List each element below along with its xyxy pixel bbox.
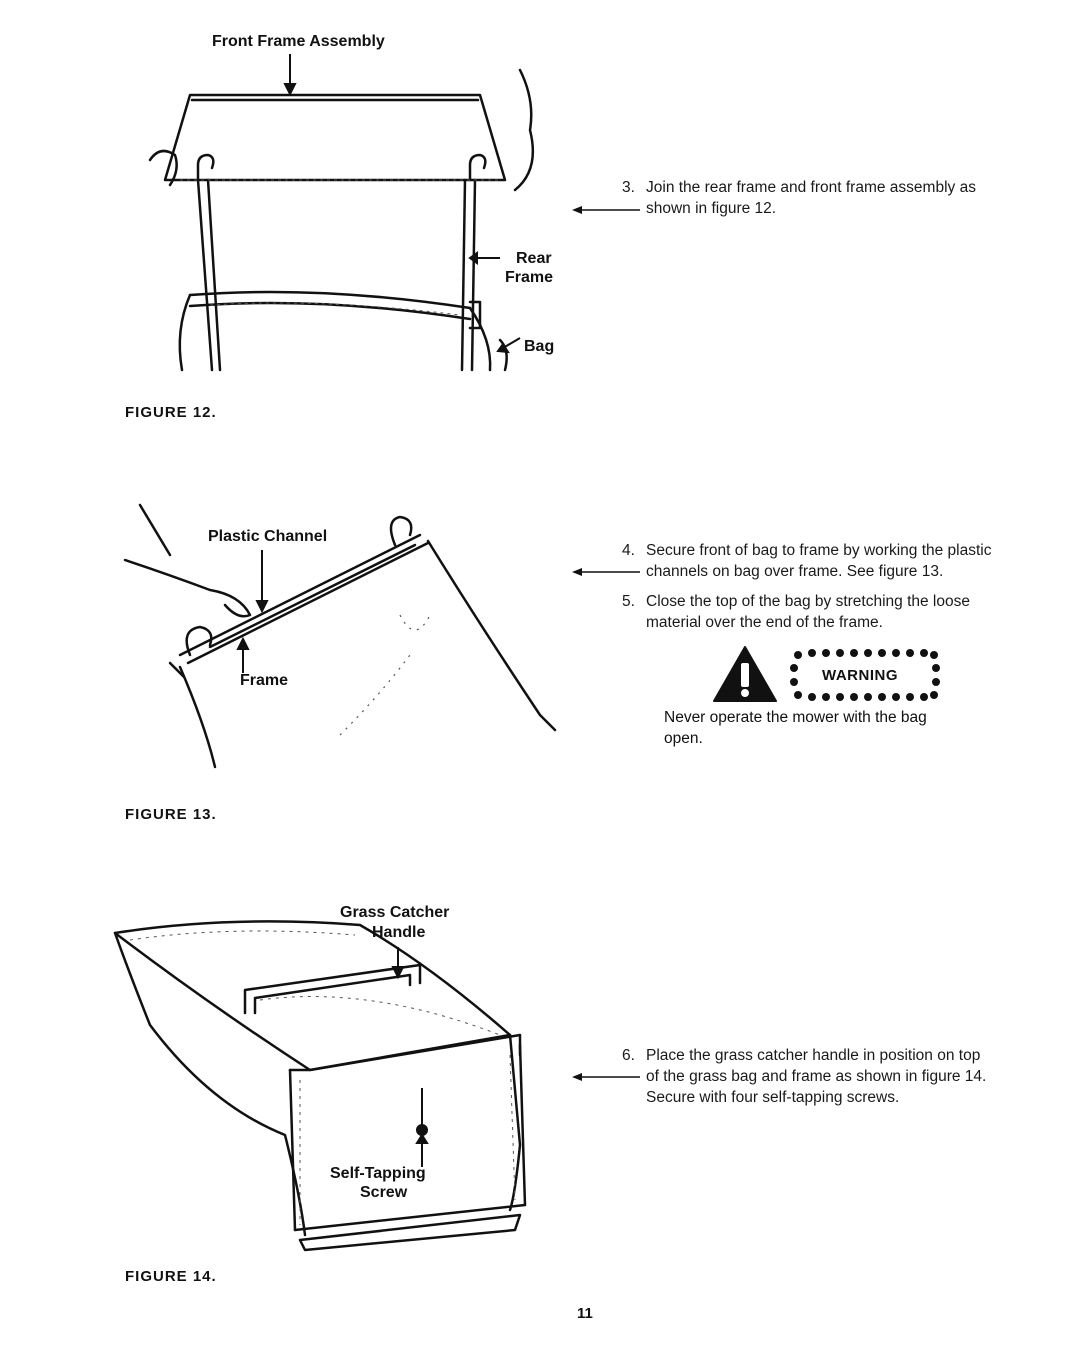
step-text-line: Close the top of the bag by stretching t… <box>646 593 970 610</box>
step-text-line: material over the end of the frame. <box>646 614 883 631</box>
step-number: 3. <box>622 179 635 196</box>
step-text-line: channels on bag over frame. See figure 1… <box>646 563 944 580</box>
page-number: 11 <box>577 1305 593 1322</box>
label-self-tapping-screw-line2: Screw <box>360 1184 408 1201</box>
step-text-line: Place the grass catcher handle in positi… <box>646 1047 981 1064</box>
label-plastic-channel: Plastic Channel <box>208 528 328 545</box>
arrow-left-icon <box>572 206 640 214</box>
step-number: 6. <box>622 1047 635 1064</box>
step-text-line: shown in figure 12. <box>646 200 777 217</box>
label-self-tapping-screw-line1: Self-Tapping <box>330 1165 426 1182</box>
label-rear-frame-line1: Rear <box>516 250 552 267</box>
warning-badge: WARNING <box>822 667 898 684</box>
figure-12-caption: FIGURE 12. <box>125 404 217 421</box>
step-text-line: Secure front of bag to frame by working … <box>646 542 992 559</box>
label-grass-catcher-handle-line2: Handle <box>372 924 426 941</box>
label-grass-catcher-handle-line1: Grass Catcher <box>340 904 450 921</box>
figure-14-illustration <box>113 920 527 1252</box>
figure-13-caption: FIGURE 13. <box>125 806 217 823</box>
step-number: 5. <box>622 593 635 610</box>
step-text-line: Join the rear frame and front frame asse… <box>646 179 976 196</box>
step-text-line: Secure with four self-tapping screws. <box>646 1089 900 1106</box>
label-rear-frame-line2: Frame <box>505 269 554 286</box>
warning-text-line1: Never operate the mower with the bag <box>664 709 927 726</box>
warning-badge-border <box>790 649 940 701</box>
figure-14-caption: FIGURE 14. <box>125 1268 217 1285</box>
label-frame: Frame <box>240 672 289 689</box>
warning-triangle-icon <box>713 646 777 702</box>
step-text-line: of the grass bag and frame as shown in f… <box>646 1068 987 1085</box>
figure-12-illustration <box>148 54 535 372</box>
label-bag: Bag <box>524 338 555 355</box>
arrow-left-icon <box>572 568 640 576</box>
label-front-frame-assembly: Front Frame Assembly <box>212 33 385 50</box>
warning-text-line2: open. <box>664 730 703 747</box>
figure-13-illustration <box>123 503 557 769</box>
arrow-left-icon <box>572 1073 640 1081</box>
step-number: 4. <box>622 542 635 559</box>
